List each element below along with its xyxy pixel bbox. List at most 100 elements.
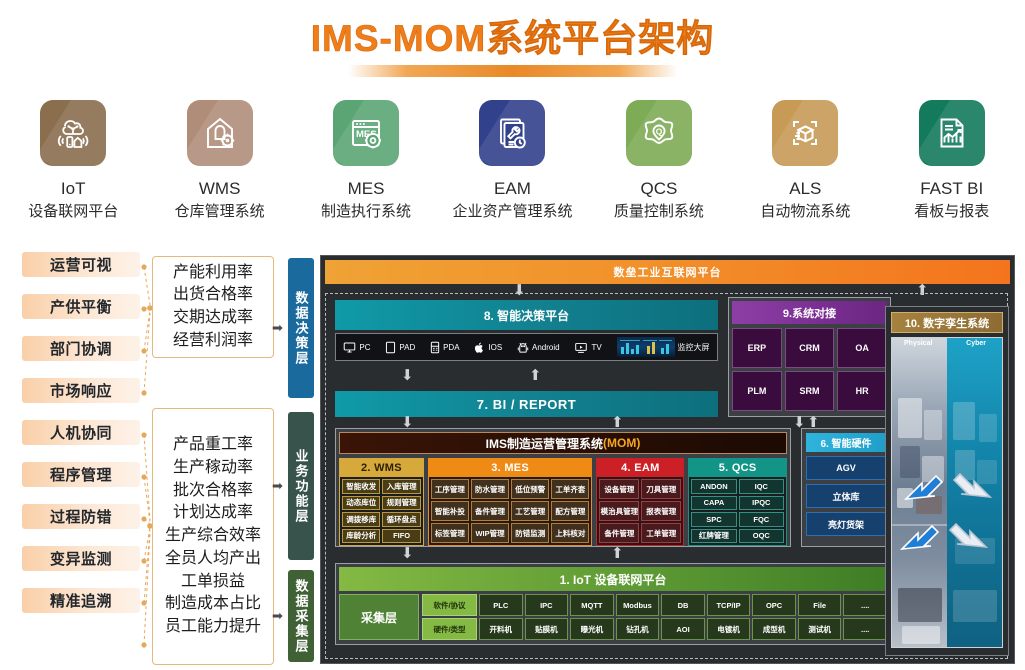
industrial-platform-bar: 数垒工业互联网平台 xyxy=(325,260,1010,284)
device-ios[interactable]: IOS xyxy=(474,341,502,354)
module-tile-wms[interactable]: WMS 仓库管理系统 xyxy=(146,100,292,220)
module-cells: 设备管理 刀具管理 模治具管理 报表管理 备件管理 工单管理 xyxy=(597,477,683,545)
module-cell[interactable]: 工单齐套 xyxy=(551,479,590,499)
iot-software-cell[interactable]: PLC xyxy=(479,594,523,616)
iot-software-cell[interactable]: Modbus xyxy=(615,594,660,616)
module-tile-mes[interactable]: MES MES 制造执行系统 xyxy=(293,100,439,220)
module-cell[interactable]: 工艺管理 xyxy=(511,501,550,521)
module-cell[interactable]: ANDON xyxy=(691,479,737,494)
device-dashboard[interactable]: 监控大屏 xyxy=(616,337,710,357)
iot-hardware-cell[interactable]: 钻孔机 xyxy=(615,618,660,640)
module-cell[interactable]: 防水管理 xyxy=(470,479,510,499)
module-tile-als[interactable]: ALS 自动物流系统 xyxy=(732,100,878,220)
iot-hardware-cell[interactable]: AOI xyxy=(661,618,705,640)
module-cells: 工序管理 防水管理 低位预警 工单齐套 智能补投 备件管理 工艺管理 配方管理 … xyxy=(429,477,592,545)
system-item[interactable]: PLM xyxy=(732,371,782,411)
module-cell[interactable]: 规则管理 xyxy=(382,495,421,510)
iot-software-cell[interactable]: TCP/IP xyxy=(706,594,751,616)
system-item[interactable]: ERP xyxy=(732,328,782,368)
system-item[interactable]: HR xyxy=(837,371,887,411)
module-cell[interactable]: 配方管理 xyxy=(551,501,590,521)
system-item[interactable]: OA xyxy=(837,328,887,368)
iot-software-cell[interactable]: .... xyxy=(843,594,887,616)
iot-hardware-cell[interactable]: 曝光机 xyxy=(570,618,614,640)
module-cell[interactable]: 库龄分析 xyxy=(342,528,381,543)
iot-hardware-cell[interactable]: 测试机 xyxy=(797,618,842,640)
module-cell[interactable]: SPC xyxy=(691,512,737,527)
module-cell[interactable]: WIP管理 xyxy=(470,523,510,543)
module-tile-eam[interactable]: EAM 企业资产管理系统 xyxy=(439,100,585,220)
iot-software-cell[interactable]: IPC xyxy=(524,594,569,616)
module-cell[interactable]: 智能收发 xyxy=(342,479,381,494)
module-cell[interactable]: FQC xyxy=(738,512,785,527)
system-item[interactable]: SRM xyxy=(784,371,835,411)
iot-hardware-cell[interactable]: 电镀机 xyxy=(706,618,751,640)
iot-software-cell[interactable]: File xyxy=(797,594,842,616)
device-pad[interactable]: PAD xyxy=(385,341,415,354)
device-pc[interactable]: PC xyxy=(343,341,371,354)
layer-arrow-icon: ➡ xyxy=(272,478,283,493)
module-cell[interactable]: 设备管理 xyxy=(599,479,640,499)
module-tile-qcs[interactable]: Q QCS 质量控制系统 xyxy=(586,100,732,220)
value-chip[interactable]: 过程防错 xyxy=(22,504,140,529)
tv-icon xyxy=(575,342,588,353)
device-strip: PC PAD PDA IOS An xyxy=(335,333,718,361)
device-android[interactable]: Android xyxy=(517,341,560,354)
kpi-item: 产品重工率 xyxy=(172,436,253,454)
module-cell[interactable]: 备件管理 xyxy=(599,523,640,543)
iot-hardware-cell[interactable]: 成型机 xyxy=(752,618,796,640)
module-cell[interactable]: 防错监测 xyxy=(511,523,550,543)
module-tile-fastbi[interactable]: FAST BI 看板与报表 xyxy=(879,100,1025,220)
iot-software-cell[interactable]: DB xyxy=(661,594,705,616)
module-cell[interactable]: 智能补投 xyxy=(430,501,469,521)
value-chip[interactable]: 人机协同 xyxy=(22,420,140,445)
iot-hardware-cell[interactable]: .... xyxy=(843,618,887,640)
module-cell[interactable]: 入库管理 xyxy=(382,479,421,494)
module-cell[interactable]: 报表管理 xyxy=(641,501,682,521)
iot-hardware-cell[interactable]: 开料机 xyxy=(479,618,523,640)
module-cell[interactable]: 工序管理 xyxy=(430,479,469,499)
arrow-down-icon: ⬇ xyxy=(793,414,806,431)
iot-software-cell[interactable]: OPC xyxy=(752,594,796,616)
value-chip[interactable]: 运营可视 xyxy=(22,252,140,277)
module-abbr: IoT xyxy=(60,179,86,198)
module-cell[interactable]: 模治具管理 xyxy=(599,501,640,521)
device-pda[interactable]: PDA xyxy=(430,341,460,354)
module-cell[interactable]: OQC xyxy=(738,528,785,543)
value-chip[interactable]: 精准追溯 xyxy=(22,588,140,613)
hardware-item[interactable]: 亮灯货架 xyxy=(806,512,886,536)
module-cell[interactable]: 上料核对 xyxy=(551,523,590,543)
module-cell[interactable]: 低位预警 xyxy=(511,479,550,499)
module-cell[interactable]: 标签管理 xyxy=(430,523,469,543)
module-cell[interactable]: 刀具管理 xyxy=(641,479,682,499)
value-chip[interactable]: 部门协调 xyxy=(22,336,140,361)
device-tv[interactable]: TV xyxy=(574,341,602,354)
module-abbr: MES xyxy=(347,179,385,198)
module-abbr: ALS xyxy=(789,179,822,198)
module-cell[interactable]: 红牌管理 xyxy=(691,528,737,543)
iot-hardware-cell[interactable]: 贴膜机 xyxy=(524,618,569,640)
module-cell[interactable]: 备件管理 xyxy=(470,501,510,521)
module-cell[interactable]: IQC xyxy=(738,479,785,494)
device-label: PC xyxy=(359,342,371,352)
value-chip[interactable]: 变异监测 xyxy=(22,546,140,571)
hardware-item[interactable]: 立体库 xyxy=(806,484,886,508)
module-cell[interactable]: 循环盘点 xyxy=(382,512,421,527)
module-tile-iot[interactable]: IoT 设备联网平台 xyxy=(0,100,146,220)
module-cell[interactable]: 调拨移库 xyxy=(342,512,381,527)
iot-software-cell[interactable]: MQTT xyxy=(570,594,614,616)
value-chip[interactable]: 产供平衡 xyxy=(22,294,140,319)
hardware-item[interactable]: AGV xyxy=(806,456,886,480)
module-name: 仓库管理系统 xyxy=(174,202,265,220)
module-cell[interactable]: 动态库位 xyxy=(342,495,381,510)
module-cell[interactable]: FIFO xyxy=(382,528,421,543)
value-chip[interactable]: 市场响应 xyxy=(22,378,140,403)
value-chip[interactable]: 程序管理 xyxy=(22,462,140,487)
layer-tab-collection: 数据采集层 xyxy=(288,570,314,662)
module-cell[interactable]: 工单管理 xyxy=(641,523,682,543)
iot-cloud-icon xyxy=(40,100,107,166)
system-item[interactable]: CRM xyxy=(784,328,835,368)
module-cell[interactable]: CAPA xyxy=(691,495,737,510)
module-cell[interactable]: IPQC xyxy=(738,495,785,510)
module-abbr: QCS xyxy=(640,179,678,198)
